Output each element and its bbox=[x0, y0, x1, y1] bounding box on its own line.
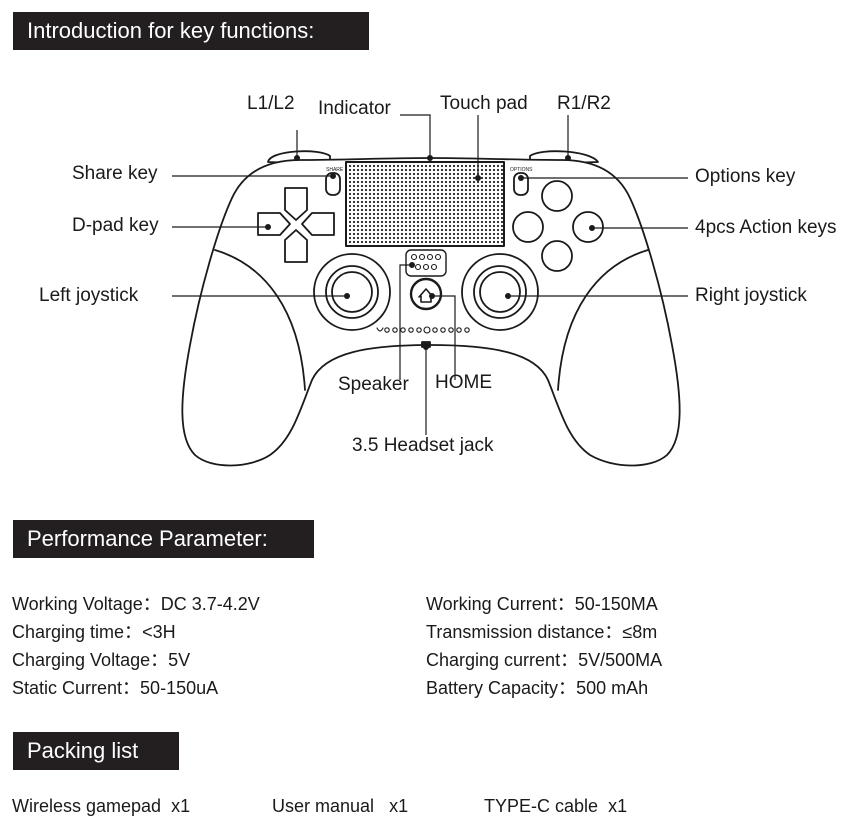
action-right bbox=[572, 211, 604, 243]
left-joystick-cap bbox=[325, 265, 379, 319]
parameters-left-column: Working Voltage：DC 3.7-4.2V Charging tim… bbox=[12, 590, 260, 702]
share-small-text: SHARE bbox=[326, 167, 344, 173]
packing-item: User manual x1 bbox=[272, 796, 409, 816]
packing-list: Wireless gamepad x1 User manual x1 TYPE-… bbox=[0, 792, 863, 822]
param-row: Static Current：50-150uA bbox=[12, 678, 219, 698]
param-row: Working Current：50-150MA bbox=[426, 594, 658, 614]
callout-indicator bbox=[400, 114, 431, 158]
label-headset-jack: 3.5 Headset jack bbox=[352, 435, 494, 456]
dpad-up bbox=[284, 187, 308, 221]
label-l1l2: L1/L2 bbox=[247, 93, 295, 114]
param-row: Working Voltage：DC 3.7-4.2V bbox=[12, 594, 260, 614]
label-options-key: Options key bbox=[695, 166, 796, 187]
right-joystick-cap bbox=[473, 265, 527, 319]
label-left-joystick: Left joystick bbox=[39, 285, 139, 306]
label-indicator: Indicator bbox=[318, 98, 391, 119]
home-button-shape bbox=[409, 277, 443, 311]
controller-illustration: SHARE OPTIONS bbox=[172, 114, 688, 467]
param-row: Transmission distance：≤8m bbox=[426, 622, 658, 642]
dpad-right bbox=[301, 212, 335, 236]
label-r1r2: R1/R2 bbox=[557, 93, 611, 114]
packing-item: Wireless gamepad x1 bbox=[12, 796, 191, 816]
touch-pad bbox=[345, 161, 505, 247]
param-row: Charging time：<3H bbox=[12, 622, 176, 642]
label-home: HOME bbox=[435, 372, 492, 393]
intro-section-header: Introduction for key functions: bbox=[13, 12, 369, 50]
controller-diagram: SHARE OPTIONS bbox=[0, 60, 863, 490]
performance-section-header: Performance Parameter: bbox=[13, 520, 314, 558]
label-action-keys: 4pcs Action keys bbox=[695, 217, 837, 238]
param-row: Charging current：5V/500MA bbox=[426, 650, 663, 670]
label-touch-pad: Touch pad bbox=[440, 93, 528, 114]
action-left bbox=[512, 211, 544, 243]
label-speaker: Speaker bbox=[338, 374, 409, 395]
action-top bbox=[541, 180, 573, 212]
parameters-right-column: Working Current：50-150MA Transmission di… bbox=[426, 590, 662, 702]
callout-home bbox=[432, 295, 456, 380]
dpad-down bbox=[284, 229, 308, 263]
packing-item: TYPE-C cable x1 bbox=[484, 796, 628, 816]
label-dpad-key: D-pad key bbox=[72, 215, 159, 236]
param-row: Charging Voltage：5V bbox=[12, 650, 191, 670]
options-small-text: OPTIONS bbox=[510, 167, 533, 173]
param-row: Battery Capacity：500 mAh bbox=[426, 678, 649, 698]
label-share-key: Share key bbox=[72, 163, 158, 184]
dpad-left bbox=[257, 212, 291, 236]
callout-speaker bbox=[399, 264, 412, 380]
indicator-dots bbox=[376, 326, 470, 334]
packing-section-header: Packing list bbox=[13, 732, 179, 770]
label-right-joystick: Right joystick bbox=[695, 285, 807, 306]
controller-body bbox=[181, 157, 681, 467]
action-bottom bbox=[541, 240, 573, 272]
